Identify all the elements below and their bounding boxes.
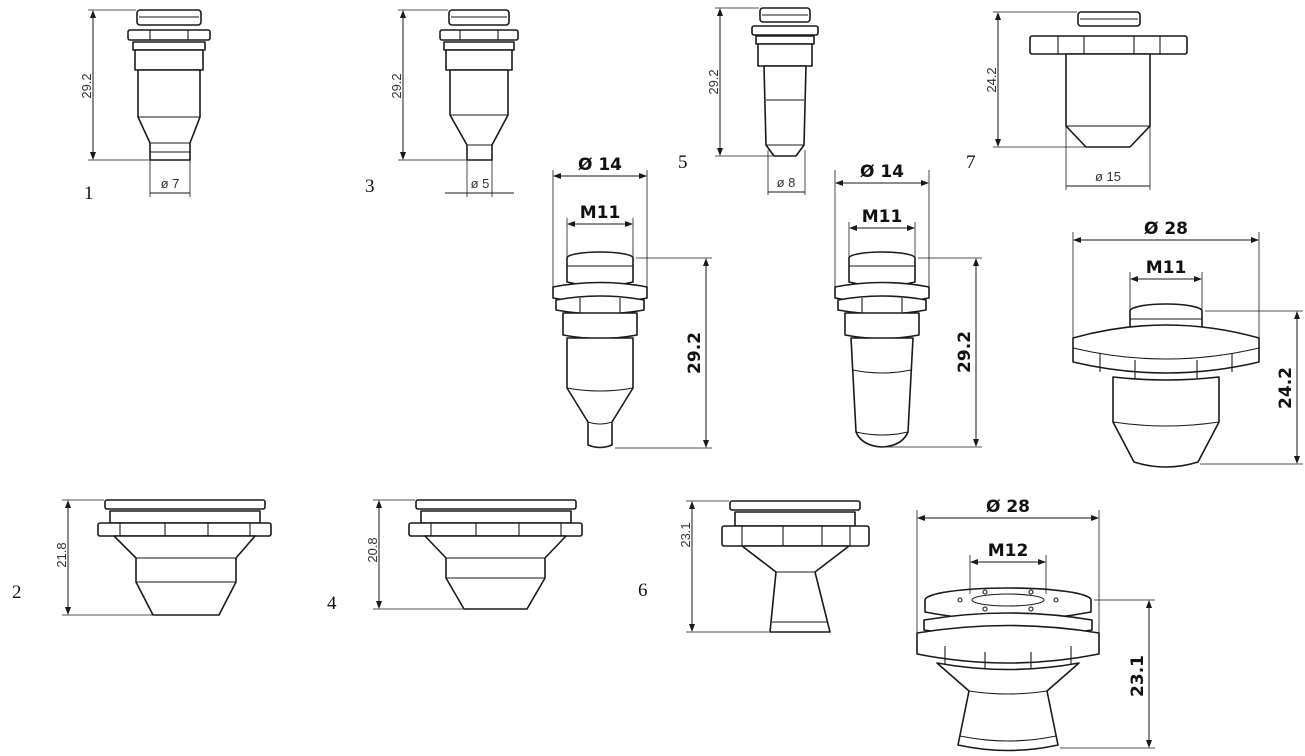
nozzle-1-dimensions: 29.2 ø 7 1 (79, 9, 191, 204)
detail-b-thread-label: M11 (862, 207, 903, 227)
detail-a-thread-label: M11 (580, 203, 621, 223)
nozzle-5-dimensions: 29.2 ø 8 5 (678, 7, 806, 195)
nozzle-3-dimensions: 29.2 ø 5 3 (365, 9, 514, 197)
nozzle-4-number: 4 (327, 593, 337, 614)
detail-d-drawing (916, 587, 1100, 752)
detail-a-diameter-label: Ø 14 (578, 155, 622, 175)
nozzle-4-drawing (408, 499, 583, 610)
nozzle-5-diameter-label: ø 8 (777, 175, 796, 190)
nozzle-5-height-label: 29.2 (706, 69, 721, 94)
nozzle-6-dimensions: 23.1 6 (638, 500, 769, 633)
detail-d-thread-label: M12 (988, 541, 1029, 561)
nozzle-3-number: 3 (365, 176, 375, 197)
nozzle-1-number: 1 (84, 183, 94, 204)
nozzle-2-drawing (97, 499, 272, 616)
nozzle-2-height-label: 21.8 (54, 542, 69, 567)
detail-c-height-label: 24.2 (1276, 367, 1296, 409)
nozzle-1-diameter-label: ø 7 (161, 176, 180, 191)
nozzle-3-drawing (439, 9, 519, 161)
detail-b-drawing (834, 251, 930, 448)
detail-d-dimensions: Ø 28 M12 23.1 (916, 497, 1155, 749)
nozzle-4-height-label: 20.8 (365, 537, 380, 562)
nozzle-3-height-label: 29.2 (389, 73, 404, 98)
nozzle-3-diameter-label: ø 5 (471, 176, 490, 191)
detail-a-dimensions: Ø 14 M11 29.2 (552, 155, 712, 449)
nozzle-6-height-label: 23.1 (678, 522, 693, 547)
detail-b-diameter-label: Ø 14 (860, 162, 904, 182)
nozzle-7-drawing (1029, 11, 1188, 148)
detail-c-drawing (1072, 303, 1260, 468)
nozzle-7-number: 7 (966, 152, 976, 173)
nozzle-5-drawing (751, 7, 819, 157)
detail-a-height-label: 29.2 (685, 332, 705, 374)
nozzle-5-number: 5 (678, 152, 688, 173)
nozzle-4-dimensions: 20.8 4 (327, 499, 463, 614)
detail-c-dimensions: Ø 28 M11 24.2 (1072, 219, 1303, 465)
detail-b-height-label: 29.2 (955, 331, 975, 373)
detail-a-drawing (552, 251, 648, 449)
detail-c-diameter-label: Ø 28 (1144, 219, 1188, 239)
nozzle-6-number: 6 (638, 580, 648, 601)
detail-b-dimensions: Ø 14 M11 29.2 (834, 162, 982, 448)
nozzle-2-number: 2 (12, 582, 22, 603)
detail-d-diameter-label: Ø 28 (986, 497, 1030, 517)
nozzle-6-drawing (721, 500, 870, 633)
nozzle-7-diameter-label: ø 15 (1095, 169, 1121, 184)
detail-c-thread-label: M11 (1146, 258, 1187, 278)
detail-d-height-label: 23.1 (1128, 655, 1148, 697)
nozzle-7-dimensions: 24.2 ø 15 7 (966, 11, 1151, 190)
nozzle-7-height-label: 24.2 (984, 67, 999, 92)
nozzle-1-height-label: 29.2 (79, 73, 94, 98)
nozzle-2-dimensions: 21.8 2 (12, 499, 152, 616)
nozzle-1-drawing (127, 9, 211, 161)
